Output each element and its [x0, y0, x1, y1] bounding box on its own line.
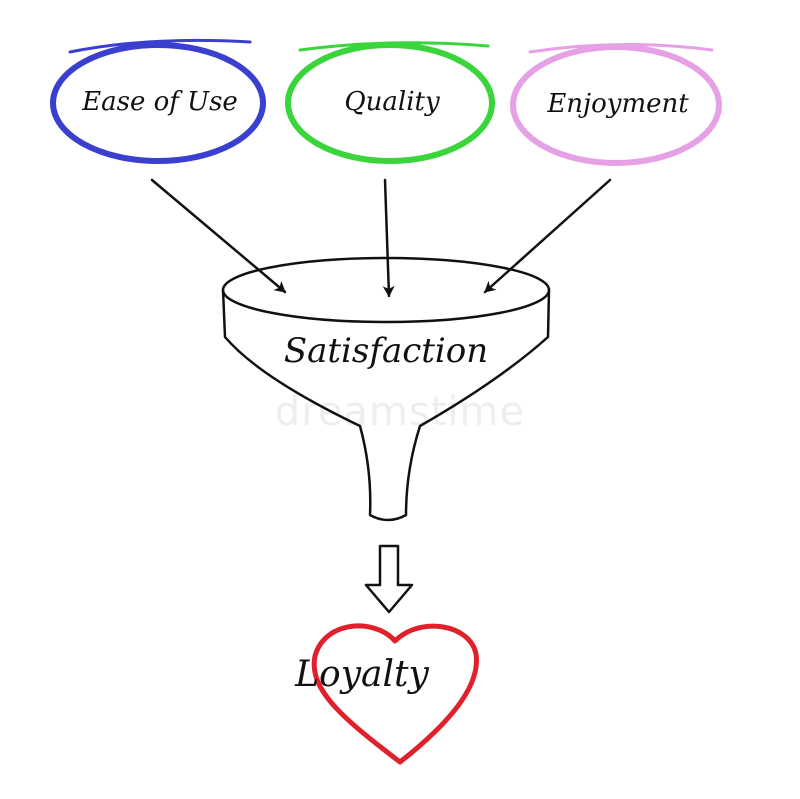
- ellipse-tail-ease-of-use: [68, 38, 252, 54]
- ellipse-tail-enjoyment: [528, 42, 714, 54]
- input-label-ease-of-use: Ease of Use: [81, 87, 238, 117]
- arrow-quality-to-funnel: [382, 178, 395, 298]
- output-node-loyalty: Loyalty: [294, 623, 479, 765]
- funnel-label: Satisfaction: [284, 331, 488, 371]
- ellipse-outline-quality: [285, 42, 495, 164]
- input-label-enjoyment: Enjoyment: [546, 89, 689, 119]
- ellipse-outline-enjoyment: [510, 44, 722, 166]
- funnel-rim: [221, 256, 551, 324]
- hollow-down-arrow-icon: [364, 544, 414, 614]
- arrow-ease-to-funnel: [150, 178, 287, 294]
- input-node-quality: Quality: [285, 41, 495, 164]
- ellipse-outline-ease-of-use: [50, 42, 266, 164]
- funnel-body: [221, 288, 551, 522]
- input-node-ease-of-use: Ease of Use: [50, 38, 266, 164]
- funnel: Satisfaction: [221, 256, 551, 522]
- watermark-text: dreamstime: [275, 389, 525, 435]
- arrow-enjoyment-to-funnel: [483, 178, 612, 294]
- output-label-loyalty: Loyalty: [294, 654, 429, 695]
- ellipse-tail-quality: [298, 41, 490, 52]
- heart-outline: [311, 623, 479, 765]
- input-label-quality: Quality: [344, 87, 440, 117]
- input-node-enjoyment: Enjoyment: [510, 42, 722, 166]
